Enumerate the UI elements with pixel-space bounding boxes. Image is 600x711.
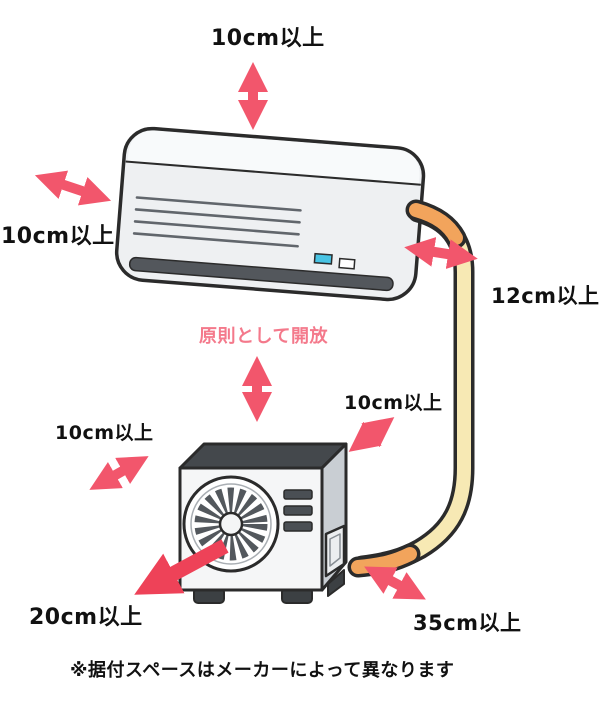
outdoor-unit-foot-side [327, 569, 345, 597]
pipe-joint-bottom [347, 543, 421, 578]
outdoor-unit-top [178, 442, 348, 470]
indoor-indicator-lamp [313, 252, 333, 265]
clearance-label-indoor-right: 12cm以上 [491, 284, 600, 308]
indoor-unit-top-face [127, 130, 420, 185]
indoor-unit-top-edge [125, 160, 421, 186]
arrow-outdoor-lower-right-clearance [364, 566, 426, 600]
indoor-unit-vents [132, 196, 302, 248]
clearance-label-indoor-top: 10cm以上 [211, 26, 325, 51]
clearance-label-outdoor-upper-right: 10cm以上 [344, 392, 443, 414]
arrow-indoor-right-clearance [404, 237, 478, 269]
clearance-label-outdoor-front: 20cm以上 [29, 605, 143, 630]
arrow-indoor-left-clearance [34, 170, 112, 206]
footnote: ※据付スペースはメーカーによって異なります [70, 660, 455, 681]
arrow-outdoor-upper-right-clearance [348, 417, 395, 452]
clearance-label-indoor-left: 10cm以上 [1, 224, 115, 249]
indoor-indicator-display [338, 257, 356, 270]
outdoor-valve-cover-inner [329, 533, 341, 567]
outdoor-unit [178, 442, 348, 604]
clearance-label-outdoor-left: 10cm以上 [55, 422, 154, 444]
open-principle-note: 原則として開放 [199, 326, 328, 347]
clearance-arrows [34, 62, 478, 600]
arrow-outdoor-left-clearance [89, 456, 149, 490]
indoor-air-outlet [128, 256, 394, 292]
indoor-unit [114, 126, 426, 302]
arrow-outdoor-front-clearance [134, 539, 229, 595]
pipe-joint-top [409, 203, 463, 245]
outdoor-unit-grille [283, 489, 313, 532]
clearance-label-outdoor-lower-right: 35cm以上 [413, 611, 522, 635]
